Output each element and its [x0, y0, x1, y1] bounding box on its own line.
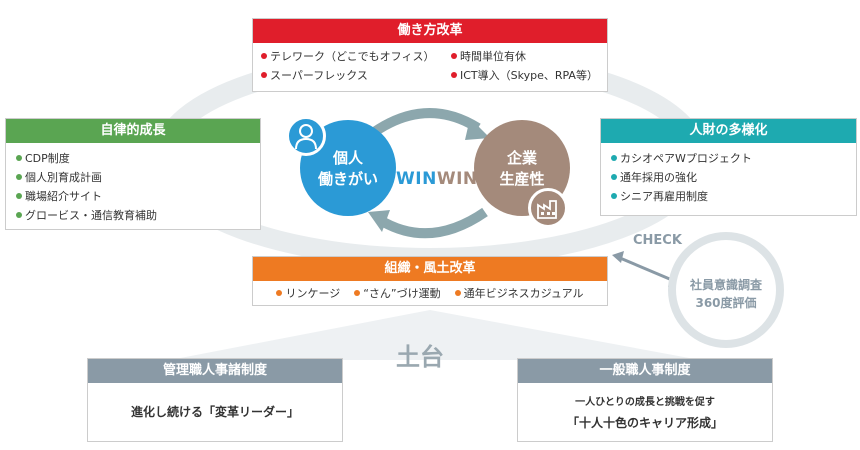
check-label: CHECK [633, 233, 682, 248]
management-system-box: 管理職人事諸制度 進化し続ける「変革リーダー」 [87, 358, 343, 442]
win-right: WIN [436, 169, 478, 189]
cycle-arrow-top-icon [367, 108, 481, 140]
winwin-label: WINWIN [396, 169, 478, 189]
work-reform-item: ICT導入（Skype、RPA等） [451, 66, 601, 85]
individual-label-2: 働きがい [317, 170, 378, 188]
management-system-text: 進化し続ける「変革リーダー」 [130, 405, 299, 419]
org-reform-item: リンケージ [276, 284, 340, 303]
person-icon [286, 116, 326, 156]
general-system-subtext: 一人ひとりの成長と挑戦を促す [575, 397, 715, 408]
self-growth-item: 個人別育成計画 [16, 168, 250, 187]
company-label-1: 企業 [506, 149, 537, 167]
general-system-text: 「十人十色のキャリア形成」 [566, 416, 723, 430]
org-reform-box: 組織・風土改革 リンケージ “さん”づけ運動 通年ビジネスカジュアル [252, 256, 608, 306]
work-reform-item: 時間単位有休 [451, 47, 601, 66]
org-reform-item: “さん”づけ運動 [354, 284, 441, 303]
individual-circle: 個人 働きがい [300, 120, 396, 216]
diversity-item: カシオペアWプロジェクト [611, 149, 846, 168]
self-growth-item: グロービス・通信教育補助 [16, 206, 250, 225]
work-reform-item: テレワーク（どこでもオフィス） [261, 47, 451, 66]
self-growth-title: 自律的成長 [6, 119, 260, 143]
check-circle: 社員意識調査 360度評価 [668, 232, 784, 348]
diversity-item: シニア再雇用制度 [611, 187, 846, 206]
diversity-box: 人財の多様化 カシオペアWプロジェクト 通年採用の強化 シニア再雇用制度 [600, 118, 857, 216]
individual-label-1: 個人 [332, 149, 363, 167]
work-reform-item: スーパーフレックス [261, 66, 451, 85]
check-survey-label: 社員意識調査 [689, 278, 762, 292]
work-reform-title: 働き方改革 [253, 19, 607, 43]
self-growth-item: CDP制度 [16, 149, 250, 168]
foundation-label: 土台 [396, 343, 444, 371]
diversity-item: 通年採用の強化 [611, 168, 846, 187]
factory-icon [528, 188, 568, 228]
check-360-label: 360度評価 [695, 296, 757, 310]
org-reform-item: 通年ビジネスカジュアル [454, 284, 584, 303]
general-system-title: 一般職人事制度 [518, 359, 772, 383]
work-reform-box: 働き方改革 テレワーク（どこでもオフィス） 時間単位有休 スーパーフレックス I… [252, 18, 608, 92]
org-reform-title: 組織・風土改革 [253, 257, 607, 281]
company-label-2: 生産性 [499, 170, 545, 188]
self-growth-item: 職場紹介サイト [16, 187, 250, 206]
win-left: WIN [396, 169, 437, 189]
self-growth-box: 自律的成長 CDP制度 個人別育成計画 職場紹介サイト グロービス・通信教育補助 [5, 118, 261, 230]
general-system-box: 一般職人事制度 一人ひとりの成長と挑戦を促す 「十人十色のキャリア形成」 [517, 358, 773, 442]
cycle-arrow-bottom-icon [377, 207, 488, 239]
diversity-title: 人財の多様化 [601, 119, 856, 143]
management-system-title: 管理職人事諸制度 [88, 359, 342, 383]
